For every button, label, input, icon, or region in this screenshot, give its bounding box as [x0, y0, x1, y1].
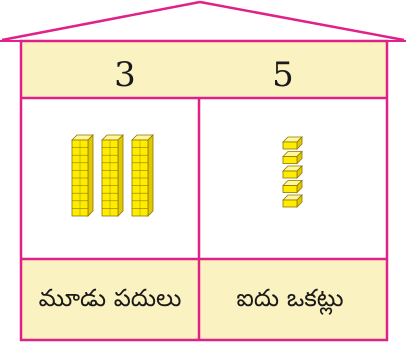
label-band — [21, 259, 387, 340]
one-unit — [282, 179, 303, 194]
house-frame — [19, 39, 389, 342]
one-unit — [282, 165, 303, 179]
tens-digit: 3 — [114, 55, 136, 95]
ones-label: ఐదు ఒకట్లు — [236, 284, 343, 315]
tens-label: మూడు పదులు — [39, 284, 182, 312]
one-unit — [282, 150, 303, 165]
one-unit — [282, 194, 303, 208]
ones-units — [282, 136, 303, 208]
digit-band — [21, 41, 387, 98]
one-unit — [282, 136, 303, 150]
tens-rods — [71, 134, 154, 217]
ones-digit: 5 — [272, 55, 294, 95]
house-roof — [0, 0, 406, 42]
ten-rod — [71, 134, 94, 217]
ten-rod — [131, 134, 154, 217]
ten-rod — [101, 134, 124, 217]
